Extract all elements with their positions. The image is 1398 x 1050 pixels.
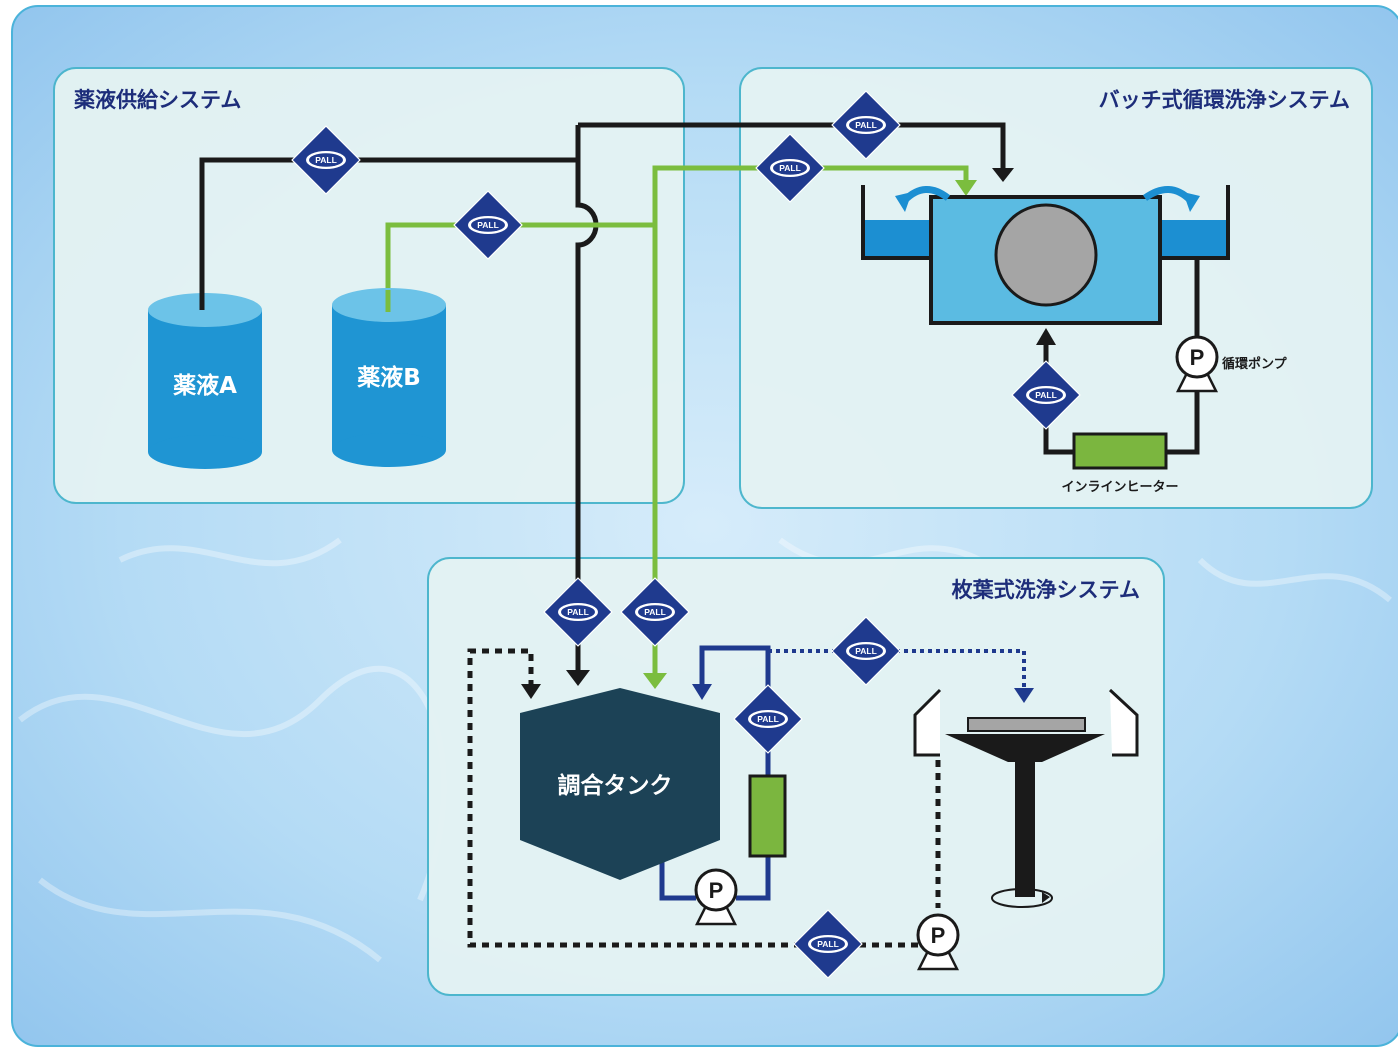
spin-chamber <box>913 688 1139 897</box>
return-pump-icon <box>916 913 960 971</box>
chemical-tank-a-label: 薬液A <box>173 372 237 399</box>
rotation-arrow-icon <box>991 888 1053 908</box>
supply-panel-title: 薬液供給システム <box>74 88 241 112</box>
dotted-return-arrow <box>521 684 541 699</box>
chemical-tank-b <box>332 288 446 467</box>
dotted-supply-arrow <box>1014 688 1034 703</box>
chemical-tank-a <box>148 290 262 469</box>
overflow-arrow-left-head <box>895 192 912 212</box>
black-arrow-mix <box>566 670 590 686</box>
inline-heater-label: インラインヒーター <box>1061 480 1178 495</box>
rotation-arrow-head <box>1042 892 1050 903</box>
batch-panel-title: バッチ式循環洗浄システム <box>1099 88 1350 112</box>
inline-heater <box>1072 432 1168 470</box>
mix-loop-filter-cartridge <box>748 774 787 858</box>
mix-pump-icon <box>694 868 738 926</box>
dotted-return-line <box>467 648 941 948</box>
single-wafer-panel <box>427 557 1165 996</box>
chemical-tank-b-label: 薬液B <box>357 364 421 391</box>
overflow-arrow-right-head <box>1183 192 1200 212</box>
green-arrow-mix <box>643 673 667 689</box>
circulation-pump-label: 循環ポンプ <box>1222 356 1288 372</box>
single-wafer-panel-title: 枚葉式洗浄システム <box>952 578 1140 602</box>
mixing-tank <box>520 688 720 880</box>
batch-cleaning-bath <box>861 185 1230 325</box>
circulation-pump-icon <box>1175 335 1219 393</box>
mix-return-arrow <box>692 684 712 700</box>
mixing-tank-label: 調合タンク <box>558 772 673 799</box>
black-arrow-batch <box>992 168 1014 182</box>
green-arrow-batch <box>955 180 977 196</box>
batch-return-arrow <box>1036 328 1056 345</box>
dotted-supply-line <box>768 649 1026 690</box>
